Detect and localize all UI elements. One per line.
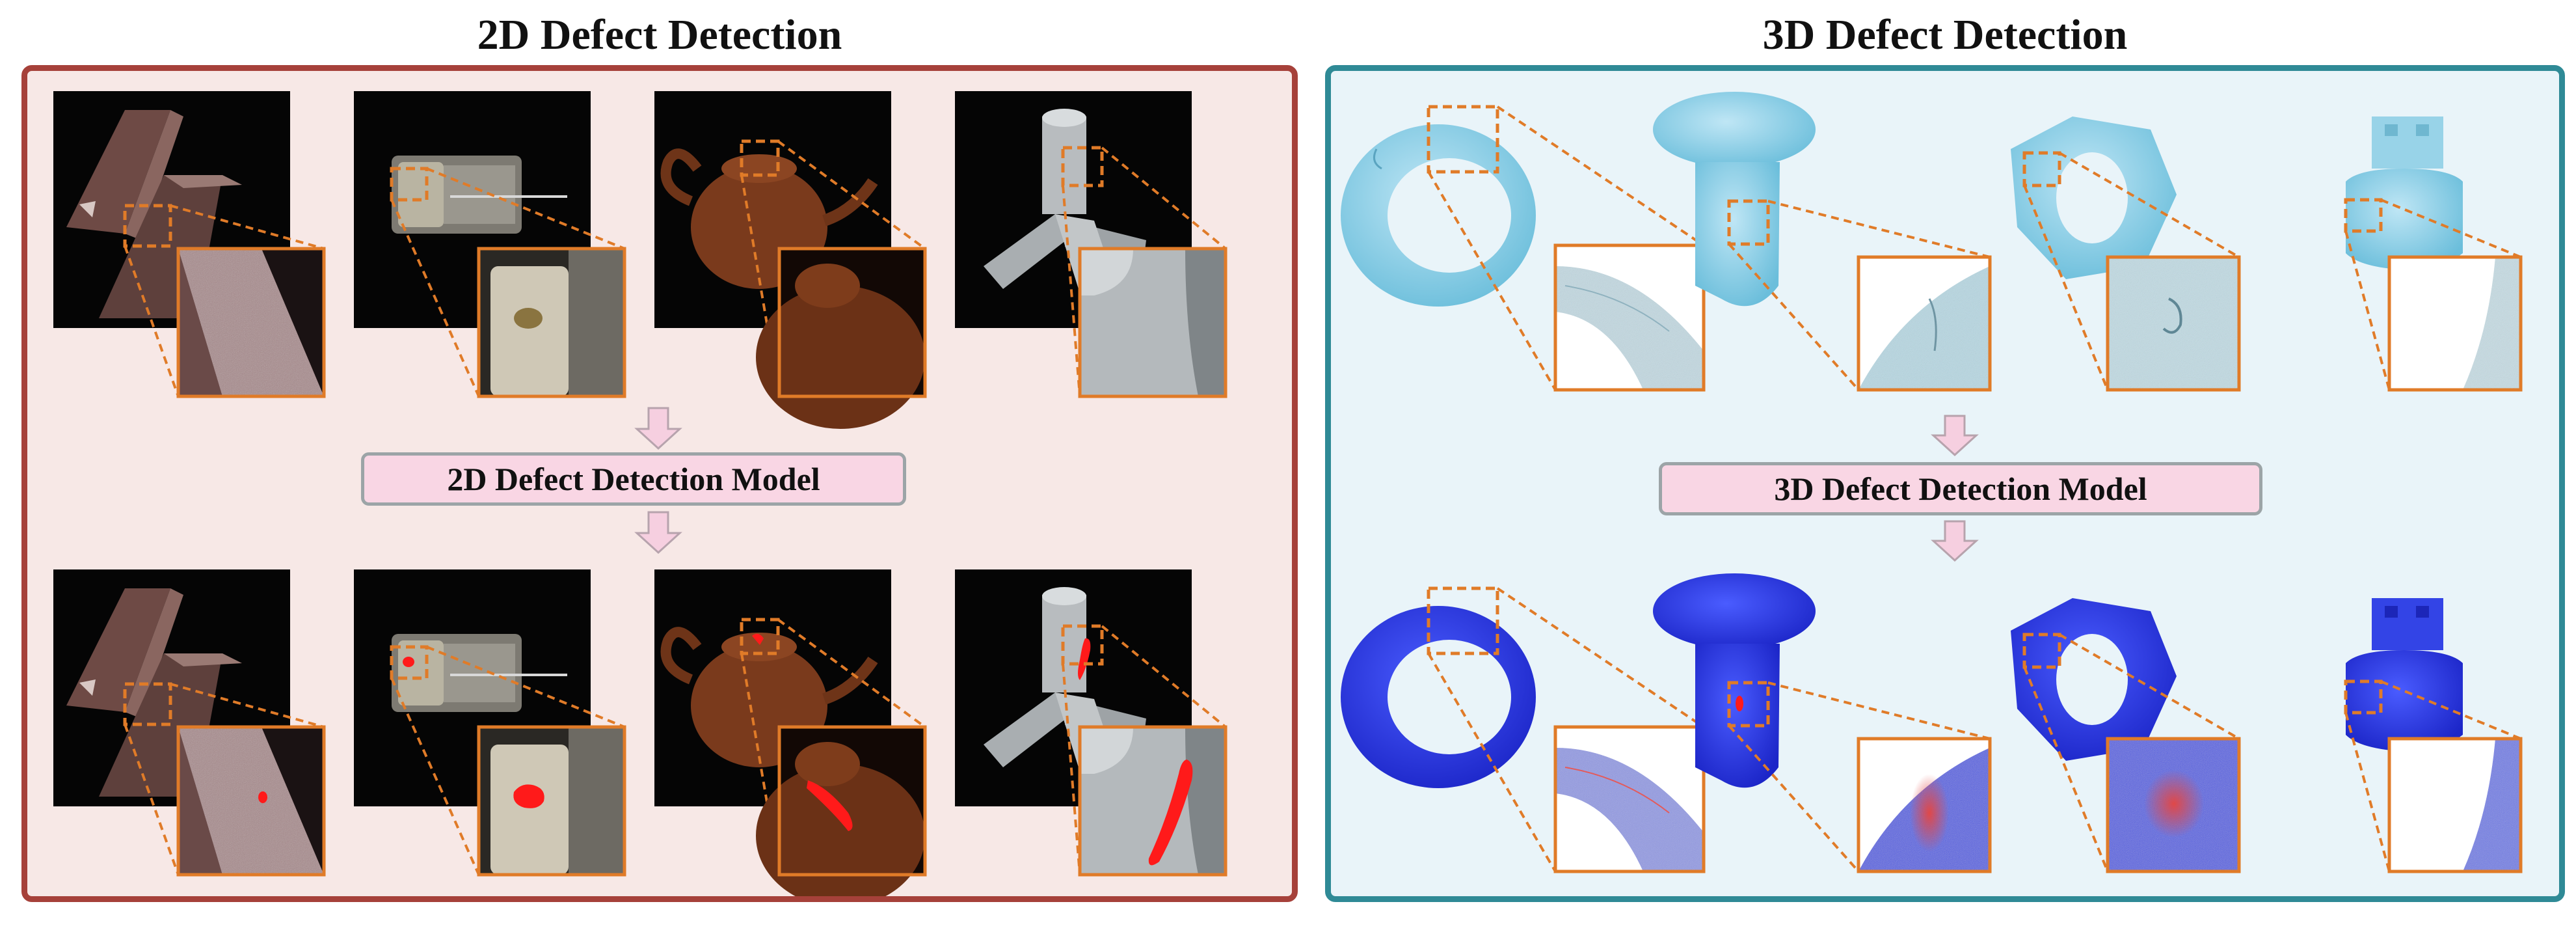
defect-mask bbox=[752, 633, 764, 645]
defect-mask bbox=[1148, 760, 1193, 866]
zoom-region-box bbox=[1061, 624, 1104, 666]
zoom-inset bbox=[1078, 247, 1228, 398]
sample-2d-output-4 bbox=[955, 569, 1228, 877]
zoom-region-box bbox=[740, 139, 780, 177]
defect-mask bbox=[2144, 770, 2204, 838]
zoom-region-box bbox=[123, 204, 172, 248]
panel-3d-defect-detection: 3D Defect Detection Model bbox=[1325, 65, 2565, 902]
sample-3d-output-3 bbox=[2011, 598, 2241, 873]
panel-title-2d: 2D Defect Detection bbox=[477, 11, 842, 59]
defect-mask bbox=[513, 784, 544, 808]
zoom-inset bbox=[1857, 255, 1992, 392]
model-box-3d: 3D Defect Detection Model bbox=[1659, 462, 2262, 515]
zoom-inset bbox=[1857, 737, 1992, 873]
diagram-3d bbox=[1341, 92, 2523, 873]
arrow-down-icon bbox=[634, 407, 682, 450]
zoom-region-box bbox=[390, 167, 429, 202]
defect-mask bbox=[807, 780, 853, 831]
zoom-inset bbox=[477, 247, 626, 398]
zoom-region-box bbox=[740, 618, 780, 655]
sample-2d-output-2 bbox=[354, 569, 626, 877]
zoom-inset bbox=[1553, 243, 1706, 392]
arrow-down-icon bbox=[1931, 415, 1979, 457]
zoom-region-box bbox=[1061, 146, 1104, 187]
zoom-inset bbox=[2106, 255, 2241, 392]
sample-2d-input-1 bbox=[53, 91, 326, 398]
defect-mask bbox=[258, 791, 267, 803]
zoom-inset bbox=[756, 247, 927, 429]
sample-2d-output-1 bbox=[53, 569, 326, 877]
sample-3d-output-1 bbox=[1341, 586, 1706, 873]
zoom-inset bbox=[176, 247, 326, 398]
arrow-down-icon bbox=[634, 511, 682, 555]
zoom-inset bbox=[477, 725, 626, 877]
sample-3d-output-2 bbox=[1653, 573, 1992, 873]
sample-2d-output-3 bbox=[654, 569, 927, 896]
defect-mask bbox=[403, 657, 414, 667]
defect-mask bbox=[1910, 774, 1949, 852]
zoom-inset bbox=[756, 725, 927, 896]
zoom-inset bbox=[1553, 725, 1706, 873]
sample-2d-input-3 bbox=[654, 91, 927, 429]
defect-mask bbox=[1736, 696, 1743, 711]
zoom-inset bbox=[2387, 737, 2523, 873]
arrow-down-icon bbox=[1931, 520, 1979, 562]
zoom-inset bbox=[176, 725, 326, 877]
defect-mask bbox=[1078, 638, 1091, 680]
panel-title-3d: 3D Defect Detection bbox=[1762, 11, 2128, 59]
sample-3d-output-4 bbox=[2344, 598, 2523, 873]
zoom-region-box bbox=[2022, 633, 2061, 669]
zoom-region-box bbox=[1727, 199, 1770, 246]
zoom-region-box bbox=[1427, 586, 1499, 655]
zoom-inset bbox=[2387, 255, 2523, 392]
sample-3d-input-2 bbox=[1653, 92, 1992, 392]
zoom-region-box bbox=[123, 682, 172, 726]
diagram-2d bbox=[53, 91, 1228, 896]
sample-3d-input-3 bbox=[2011, 116, 2241, 392]
panel-2d-defect-detection: 2D Defect Detection Model bbox=[21, 65, 1298, 902]
zoom-region-box bbox=[1427, 105, 1499, 174]
zoom-region-box bbox=[1727, 681, 1770, 728]
zoom-region-box bbox=[2344, 198, 2383, 233]
zoom-region-box bbox=[390, 645, 429, 680]
zoom-inset bbox=[1078, 725, 1228, 877]
sample-2d-input-4 bbox=[955, 91, 1228, 398]
model-box-2d: 2D Defect Detection Model bbox=[361, 452, 906, 506]
zoom-inset bbox=[2106, 737, 2241, 873]
sample-3d-input-4 bbox=[2344, 116, 2523, 392]
zoom-region-box bbox=[2022, 151, 2061, 187]
zoom-region-box bbox=[2344, 679, 2383, 715]
sample-2d-input-2 bbox=[354, 91, 626, 398]
sample-3d-input-1 bbox=[1341, 105, 1706, 392]
